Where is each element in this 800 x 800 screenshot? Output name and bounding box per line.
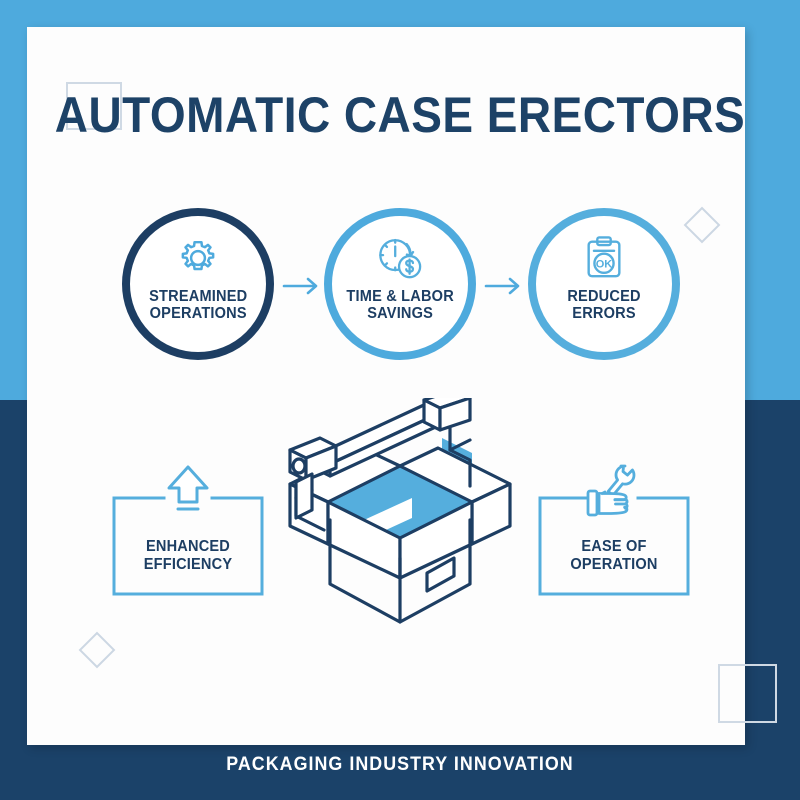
benefit-box-frame xyxy=(112,496,264,596)
process-step-label-line1: STREAMINED xyxy=(148,288,248,305)
footer-tagline: PACKAGING INDUSTRY INNOVATION xyxy=(226,754,574,775)
process-step-label-line2: OPERATIONS xyxy=(149,305,247,322)
benefit-label-line2: EFFICIENCY xyxy=(143,556,233,573)
deco-rect-bottom-right xyxy=(718,664,777,723)
benefit-label-line2: OPERATION xyxy=(570,556,658,573)
process-step-reduced-errors[interactable]: OK REDUCED ERRORS xyxy=(528,208,680,360)
process-steps-row: STREAMINED OPERATIONS xyxy=(110,208,690,364)
content-card xyxy=(27,27,777,745)
process-step-label: REDUCED ERRORS xyxy=(567,288,640,322)
clock-money-icon xyxy=(375,234,425,282)
benefit-label-line1: ENHANCED xyxy=(145,538,231,555)
benefit-label: ENHANCED EFFICIENCY xyxy=(117,538,260,574)
benefit-label: EASE OF OPERATION xyxy=(543,538,686,574)
process-step-label-line2: ERRORS xyxy=(572,305,636,322)
process-step-label: TIME & LABOR SAVINGS xyxy=(346,288,453,322)
gear-icon xyxy=(175,234,221,282)
process-step-label-line1: REDUCED xyxy=(567,288,641,305)
svg-text:OK: OK xyxy=(596,259,613,271)
case-erector-machine-illustration xyxy=(272,388,528,638)
arrow-right-icon xyxy=(484,276,524,296)
process-step-label-line1: TIME & LABOR xyxy=(346,288,454,305)
benefit-enhanced-efficiency[interactable]: ENHANCED EFFICIENCY xyxy=(112,465,264,596)
benefit-ease-of-operation[interactable]: EASE OF OPERATION xyxy=(538,464,690,596)
arrow-right-icon xyxy=(282,276,322,296)
deco-rect-top-left xyxy=(66,82,122,130)
benefit-box-frame xyxy=(538,496,690,596)
process-step-label: STREAMINED OPERATIONS xyxy=(149,288,247,322)
page-title: AUTOMATIC CASE ERECTORS xyxy=(54,87,746,143)
up-arrow-icon xyxy=(165,462,211,519)
clipboard-ok-icon: OK xyxy=(582,234,626,282)
benefit-label-line1: EASE OF xyxy=(581,538,647,555)
process-step-time-labor-savings[interactable]: TIME & LABOR SAVINGS xyxy=(324,208,476,360)
process-step-streamined-operations[interactable]: STREAMINED OPERATIONS xyxy=(122,208,274,360)
process-step-label-line2: SAVINGS xyxy=(367,305,433,322)
hand-wrench-icon xyxy=(585,462,643,525)
